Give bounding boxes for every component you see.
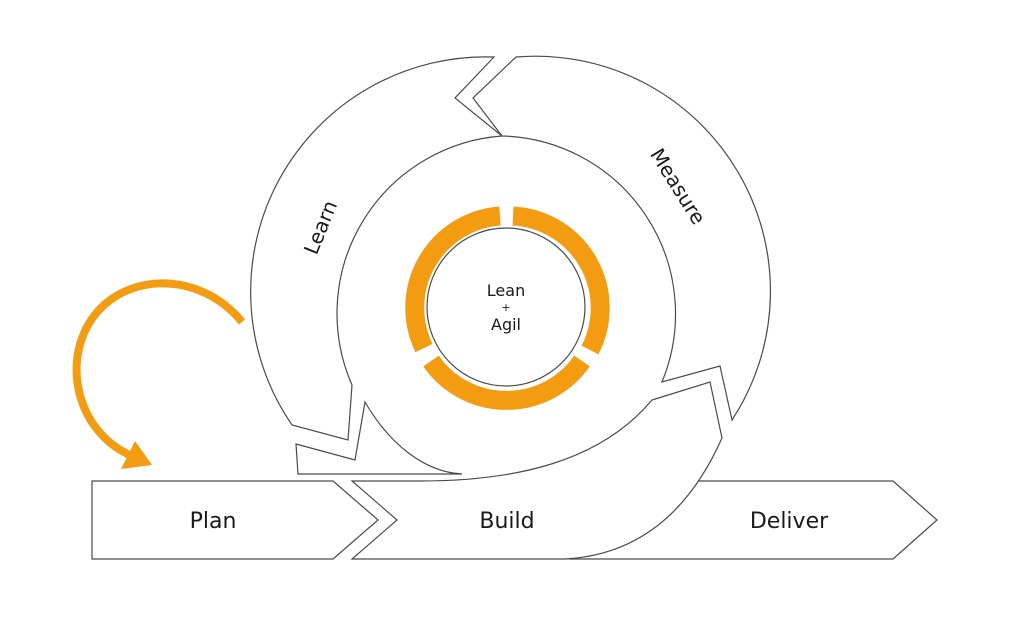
loop-arrow-head xyxy=(121,441,152,469)
plan-arrow-shape xyxy=(91,480,379,560)
loop-arrow-curve xyxy=(72,279,246,460)
learn-arrow xyxy=(250,56,504,475)
learn-arrow-head xyxy=(295,400,463,475)
deliver-label: Deliver xyxy=(750,509,829,534)
core-ring-segment-top-left xyxy=(405,206,501,353)
core-ring xyxy=(405,206,610,410)
core-label-plus: + xyxy=(501,301,510,314)
core-circle xyxy=(426,227,586,387)
plan-stage xyxy=(91,480,379,560)
build-label: Build xyxy=(479,509,534,534)
plan-label: Plan xyxy=(190,509,237,534)
learn-arrow-shape xyxy=(250,56,504,441)
build-stage xyxy=(350,381,723,560)
measure-arrow xyxy=(472,55,772,422)
loop-arrow xyxy=(72,279,246,469)
measure-arrow-shape xyxy=(472,55,772,422)
build-arrow-shape xyxy=(350,381,723,560)
core-ring-segment-bottom xyxy=(423,355,590,410)
core-ring-segment-top-right xyxy=(512,206,610,355)
core-label-agil: Agil xyxy=(491,315,521,334)
core-label-lean: Lean xyxy=(487,281,525,300)
